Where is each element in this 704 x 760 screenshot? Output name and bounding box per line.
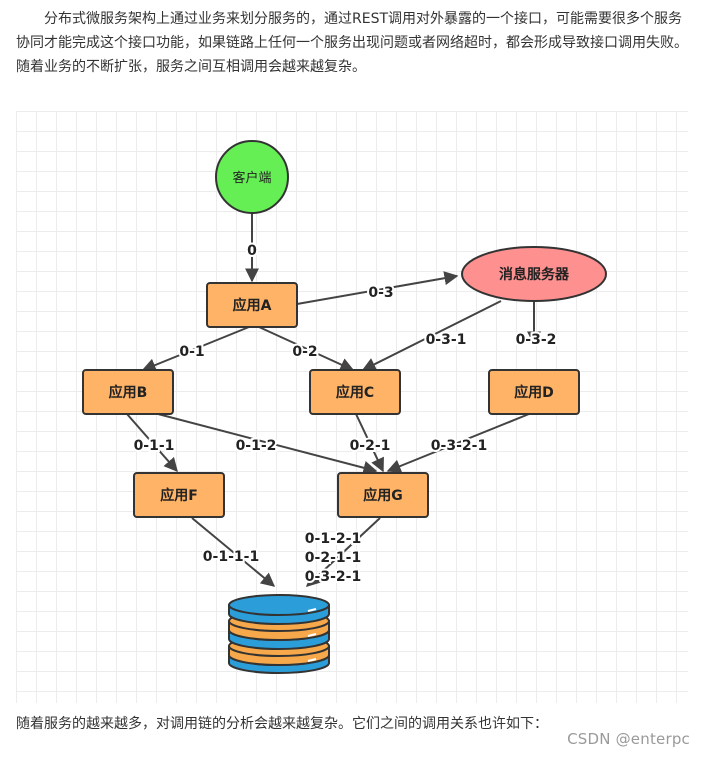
node-app-g: 应用G (337, 472, 429, 518)
client-circle (215, 140, 289, 214)
edge-labels: 0 0-3 0-1 0-2 0-3-1 0-3-2 0-1-1 0-1-2 0-… (132, 241, 559, 587)
app-b-box (82, 369, 174, 415)
outro-paragraph: 随着服务的越来越多，对调用链的分析会越来越复杂。它们之间的调用关系也许如下： (16, 716, 548, 732)
client-label: 客户端 (232, 170, 271, 186)
node-app-a: 应用A (206, 282, 298, 328)
node-app-c: 应用C (309, 369, 401, 415)
edges (126, 213, 541, 587)
app-b-label: 应用B (109, 384, 148, 401)
node-app-f: 应用F (133, 472, 225, 518)
app-f-box (133, 472, 225, 518)
edge-label-0-3-2-1: 0-3-2-1 (431, 438, 487, 454)
intro-paragraph: 分布式微服务架构上通过业务来划分服务的，通过REST调用对外暴露的一个接口，可能… (16, 11, 688, 75)
edge-label-0-3-2-1-db: 0-3-2-1 (305, 569, 361, 585)
diagram-canvas: 0 0-3 0-1 0-2 0-3-1 0-3-2 0-1-1 0-1-2 0-… (82, 140, 607, 674)
edge-label-0-3: 0-3 (368, 285, 393, 301)
app-g-label: 应用G (363, 487, 403, 504)
edge-a-to-b (141, 326, 250, 372)
node-app-d: 应用D (488, 369, 580, 415)
edge-label-0-3-2: 0-3-2 (516, 332, 557, 348)
edge-label-0-2-1: 0-2-1 (350, 438, 391, 454)
app-a-label: 应用A (233, 297, 272, 314)
edge-a-to-mq (296, 271, 459, 305)
database-icon (228, 594, 330, 674)
app-c-label: 应用C (336, 384, 374, 401)
edge-b-to-f (126, 413, 178, 473)
edge-label-0-2: 0-2 (292, 344, 317, 360)
edge-label-0-2-1-1: 0-2-1-1 (305, 550, 361, 566)
edge-d-to-g (386, 413, 530, 473)
message-server-label: 消息服务器 (499, 266, 570, 283)
app-f-label: 应用F (160, 487, 198, 504)
app-a-box (206, 282, 298, 328)
edge-b-to-g (157, 413, 378, 475)
edge-label-0-1-1: 0-1-1 (134, 438, 175, 454)
node-client: 客户端 (215, 140, 289, 214)
app-d-label: 应用D (514, 384, 554, 401)
message-server-ellipse (461, 246, 607, 302)
edge-label-0-3-1: 0-3-1 (426, 332, 467, 348)
call-chain-diagram: 0 0-3 0-1 0-2 0-3-1 0-3-2 0-1-1 0-1-2 0-… (16, 111, 688, 703)
edge-a-to-c (258, 326, 355, 372)
csdn-watermark: CSDN @enterpc (567, 730, 690, 748)
node-app-b: 应用B (82, 369, 174, 415)
edge-label-0-1-1-1: 0-1-1-1 (203, 549, 259, 565)
edge-label-0-1: 0-1 (179, 344, 204, 360)
edge-f-to-db (191, 517, 276, 587)
edge-label-0-1-2: 0-1-2 (236, 438, 277, 454)
edge-mq-to-c (361, 300, 502, 371)
edge-c-to-g (355, 413, 384, 473)
node-message-server: 消息服务器 (461, 246, 607, 302)
app-g-box (337, 472, 429, 518)
edge-label-0-1-2-1: 0-1-2-1 (305, 531, 361, 547)
edge-g-to-db (305, 517, 381, 587)
edge-label-0: 0 (247, 243, 257, 259)
app-c-box (309, 369, 401, 415)
app-d-box (488, 369, 580, 415)
